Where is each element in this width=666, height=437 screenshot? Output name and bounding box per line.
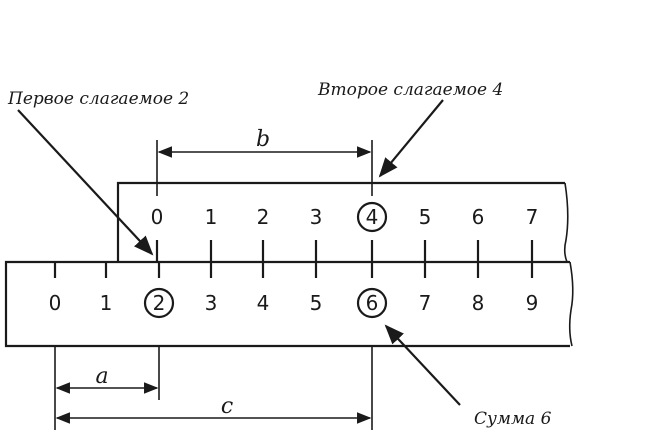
upper-number-3: 3 [310,205,323,229]
lower-number-8: 8 [472,291,485,315]
lower-number-9: 9 [526,291,539,315]
second-addend-leader-arrow [378,99,444,178]
dimension-label-b: b [256,127,270,152]
lower-circle-marker-6 [356,287,388,319]
upper-number-6: 6 [472,205,485,229]
upper-scale-ticks [155,240,534,262]
first-addend-label: Первое слагаемое 2 [7,89,189,109]
upper-number-5: 5 [419,205,432,229]
lower-number-0: 0 [49,291,62,315]
lower-circle-marker-2 [143,287,175,319]
dimension-label-a: a [95,364,108,389]
lower-number-1: 1 [100,291,113,315]
sum-label: Сумма 6 [474,409,552,429]
dimension-label-c: c [221,394,233,419]
upper-scale-numbers: 0 1 2 3 4 5 6 7 [151,201,539,233]
lower-number-3: 3 [205,291,218,315]
lower-number-4: 4 [257,291,270,315]
upper-number-4: 4 [366,205,379,229]
upper-circle-marker [356,201,388,233]
lower-ruler-right-edge [568,261,574,347]
lower-scale-ticks [53,262,534,278]
first-addend-leader-arrow [17,109,154,256]
lower-number-6: 6 [366,291,379,315]
lower-number-2: 2 [153,291,166,315]
upper-number-2: 2 [257,205,270,229]
lower-scale-numbers: 0 1 2 3 4 5 6 7 8 9 [49,287,539,319]
sum-leader-arrow [384,324,461,406]
lower-number-7: 7 [419,291,432,315]
upper-ruler-body [116,181,565,262]
upper-number-7: 7 [526,205,539,229]
upper-ruler-right-edge [563,182,569,263]
lower-ruler-body [4,260,570,348]
upper-number-0: 0 [151,205,164,229]
second-addend-label: Второе слагаемое 4 [317,80,503,100]
lower-number-5: 5 [310,291,323,315]
upper-number-1: 1 [205,205,218,229]
